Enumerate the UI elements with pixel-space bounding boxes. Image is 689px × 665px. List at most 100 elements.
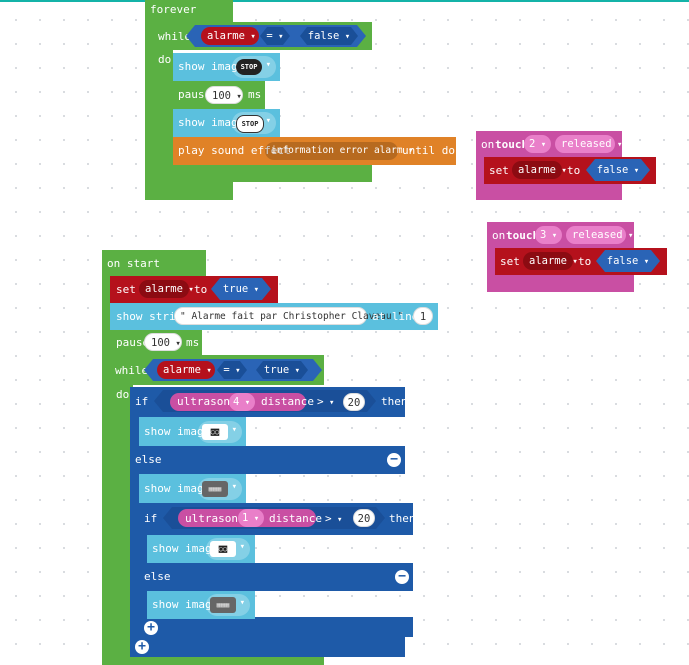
on-start-rail [102,276,112,665]
while-footer [145,160,372,182]
add-else-if-icon[interactable]: + [135,640,149,654]
threshold-value: 20 [357,513,371,525]
forever-footer [145,182,233,200]
touch-pin-dropdown[interactable]: 3 [535,226,562,244]
pause-label: pause [178,88,212,101]
boolean-label: false [307,30,340,42]
show-string-label: show string [116,310,189,323]
image-picker[interactable]: ◙◙ ▾ [198,421,242,443]
show-image-block[interactable] [173,53,280,81]
pause-value-field[interactable]: 100 [144,333,182,351]
until-done-label: until done [402,144,469,157]
operator-dropdown[interactable]: = [260,27,290,45]
else-row [139,563,413,591]
pause-value: 100 [151,337,170,349]
on-start-header[interactable] [102,250,206,276]
show-image-label: show image [152,598,219,611]
variable-name: alarme [207,30,245,42]
compare-operator: > [325,512,332,525]
on-label: on [492,229,506,242]
threshold-input[interactable]: 20 [353,509,375,527]
compare-operator-dropdown[interactable]: > [317,395,334,410]
distance-label: distance [269,512,322,525]
pin-label: 2 [529,138,536,150]
alarme-variable[interactable]: alarme [157,361,215,379]
boolean-dropdown[interactable]: true [256,361,308,379]
show-image-block[interactable] [147,591,255,619]
to-label: to [567,164,581,177]
image-picker[interactable]: STOP ▾ [232,56,276,78]
show-image-block[interactable] [139,417,246,446]
variable-dropdown[interactable]: alarme [139,280,189,298]
show-image-block[interactable] [139,474,246,503]
port-label: 1 [242,512,249,524]
sound-dropdown[interactable]: information error alarm [265,142,403,160]
show-image-block[interactable] [147,535,255,563]
ultrasonic-label: ultrasonic [177,395,244,408]
image-picker[interactable]: ▦▦▦ ▾ [198,478,242,500]
do-label: do [158,53,172,66]
while-left-rail [110,385,133,650]
alarme-variable[interactable]: alarme [201,27,259,45]
string-input[interactable]: " Alarme fait par Christopher Claveau " [174,307,403,325]
boolean-dropdown[interactable]: false [300,27,358,45]
touch-event-dropdown[interactable]: released [555,135,615,153]
add-else-if-icon[interactable]: + [144,621,158,635]
variable-dropdown[interactable]: alarme [523,252,573,270]
touch-label: touch [495,138,529,151]
boolean-dropdown[interactable]: false [586,159,650,181]
forever-label: forever [150,3,197,16]
port-dropdown[interactable]: 4 [229,393,255,411]
pause-unit: ms [186,336,200,349]
port-dropdown[interactable]: 1 [238,509,264,527]
touch-rail [487,248,497,275]
variable-name: alarme [518,164,556,176]
while-label: while [115,364,149,377]
ultrasonic-label: ultrasonic [185,512,252,525]
event-label: released [572,229,623,241]
boolean-label: false [596,164,629,176]
show-image-label: show image [144,482,211,495]
then-label: then [381,395,408,408]
to-label: to [578,255,592,268]
remove-else-icon[interactable]: − [395,570,409,584]
variable-name: alarme [529,255,567,267]
chevron-down-icon: ▾ [239,542,245,552]
image-picker[interactable]: ▦▦▦ ▾ [206,594,250,616]
touch-pin-dropdown[interactable]: 2 [524,135,551,153]
distance-label: distance [261,395,314,408]
touch-event-dropdown[interactable]: released [566,226,626,244]
operator-dropdown[interactable]: = [217,361,247,379]
compare-operator-dropdown[interactable]: > [325,512,342,527]
else-label: else [135,453,162,466]
threshold-input[interactable]: 20 [343,393,365,411]
robot-face-icon: ◙◙ [210,541,236,557]
show-image-label: show image [144,425,211,438]
operator-label: = [266,30,273,42]
sound-name: information error alarm [271,145,403,156]
play-sound-label: play sound effect [178,144,291,157]
line-value: 1 [419,311,427,323]
boolean-label: true [222,283,249,295]
boolean-label: false [606,255,639,267]
image-picker[interactable]: ◙◙ ▾ [206,538,250,560]
stop-sign-outline-icon: STOP [236,115,264,133]
forever-header[interactable] [145,0,233,22]
boolean-dropdown[interactable]: false [596,250,660,272]
image-picker[interactable]: STOP ▾ [232,112,276,134]
touch-label: touch [506,229,540,242]
line-input[interactable]: 1 [413,307,433,325]
variable-dropdown[interactable]: alarme [512,161,562,179]
while-label: while [158,30,192,43]
set-label: set [116,283,136,296]
port-label: 4 [233,396,240,408]
boolean-dropdown[interactable]: true [211,278,271,300]
chevron-down-icon: ▾ [231,482,237,492]
pause-value-field[interactable]: 100 [205,86,243,104]
robot-face-icon: ◙◙ [202,424,228,440]
touch-footer [487,275,634,292]
show-image-label: show image [178,116,245,129]
to-label: to [194,283,208,296]
touch-rail [476,157,486,184]
remove-else-icon[interactable]: − [387,453,401,467]
